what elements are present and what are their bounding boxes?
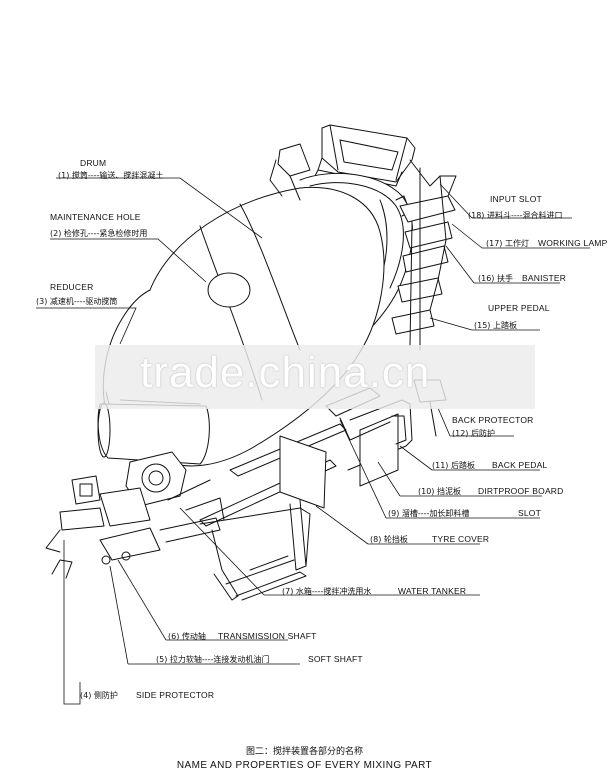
label-upper-pedal-cn: (15) 上踏板: [474, 321, 517, 330]
label-water-tanker-en: WATER TANKER: [398, 586, 467, 596]
label-input-slot-cn: (18) 进料斗----混合料进口: [468, 211, 563, 220]
caption-cn: 图二：搅拌装置各部分的名称: [245, 747, 363, 757]
label-reducer-cn: (3) 减速机----驱动搅筒: [36, 297, 118, 306]
label-back-protector-en: BACK PROTECTOR: [452, 415, 534, 425]
label-soft-shaft-cn: (5) 拉力软轴----连接发动机油门: [156, 655, 270, 664]
label-slot-en: SLOT: [518, 508, 542, 518]
ladder: [269, 143, 457, 351]
label-drum-cn: (1) 搅筒----输送、搅拌混凝土: [58, 171, 164, 180]
label-drum-en: DRUM: [80, 158, 107, 168]
label-soft-shaft-en: SOFT SHAFT: [308, 654, 363, 664]
label-back-pedal-en: BACK PEDAL: [492, 460, 548, 470]
input-hopper: [311, 124, 416, 187]
maintenance-hole: [207, 272, 251, 308]
label-banister-cn: (16) 扶手: [478, 274, 513, 283]
water-tank: [97, 399, 210, 465]
label-side-protector-cn: (4) 侧防护: [80, 691, 118, 700]
label-water-tanker-cn: (7) 水箱----搅拌冲洗用水: [282, 587, 372, 596]
label-back-protector-cn: (12) 后防护: [452, 429, 495, 438]
label-upper-pedal-en: UPPER PEDAL: [488, 303, 550, 313]
label-dirtproof-en: DIRTPROOF BOARD: [478, 486, 564, 496]
label-input-slot-en: INPUT SLOT: [490, 194, 542, 204]
label-transmission-en: TRANSMISSION SHAFT: [218, 631, 317, 641]
label-tyre-cover-cn: (8) 轮挡板: [370, 535, 408, 544]
reducer-assembly: [45, 451, 225, 579]
label-tyre-cover-en: TYRE COVER: [432, 534, 490, 544]
label-dirtproof-cn: (10) 挡泥板: [418, 487, 461, 496]
label-back-pedal-cn: (11) 后踏板: [432, 461, 475, 470]
label-maintenance-en: MAINTENANCE HOLE: [50, 212, 141, 222]
watermark-band: [95, 345, 535, 409]
label-side-protector-en: SIDE PROTECTOR: [136, 690, 215, 700]
label-slot-cn: (9) 溜槽----加长卸料槽: [388, 509, 470, 518]
label-reducer-en: REDUCER: [50, 282, 94, 292]
label-transmission-cn: (6) 传动轴: [168, 632, 206, 641]
caption-en: NAME AND PROPERTIES OF EVERY MIXING PART: [176, 760, 433, 771]
leader-lines: [36, 177, 590, 705]
label-working-lamp-cn: (17) 工作灯: [486, 239, 529, 248]
label-maintenance-cn: (2) 检修孔----紧急检修时用: [50, 229, 148, 238]
label-banister-en: BANISTER: [522, 273, 567, 283]
watermark-text: trade.china.cn: [140, 348, 431, 397]
label-working-lamp-en: WORKING LAMP: [538, 238, 608, 248]
chassis: [199, 399, 413, 601]
